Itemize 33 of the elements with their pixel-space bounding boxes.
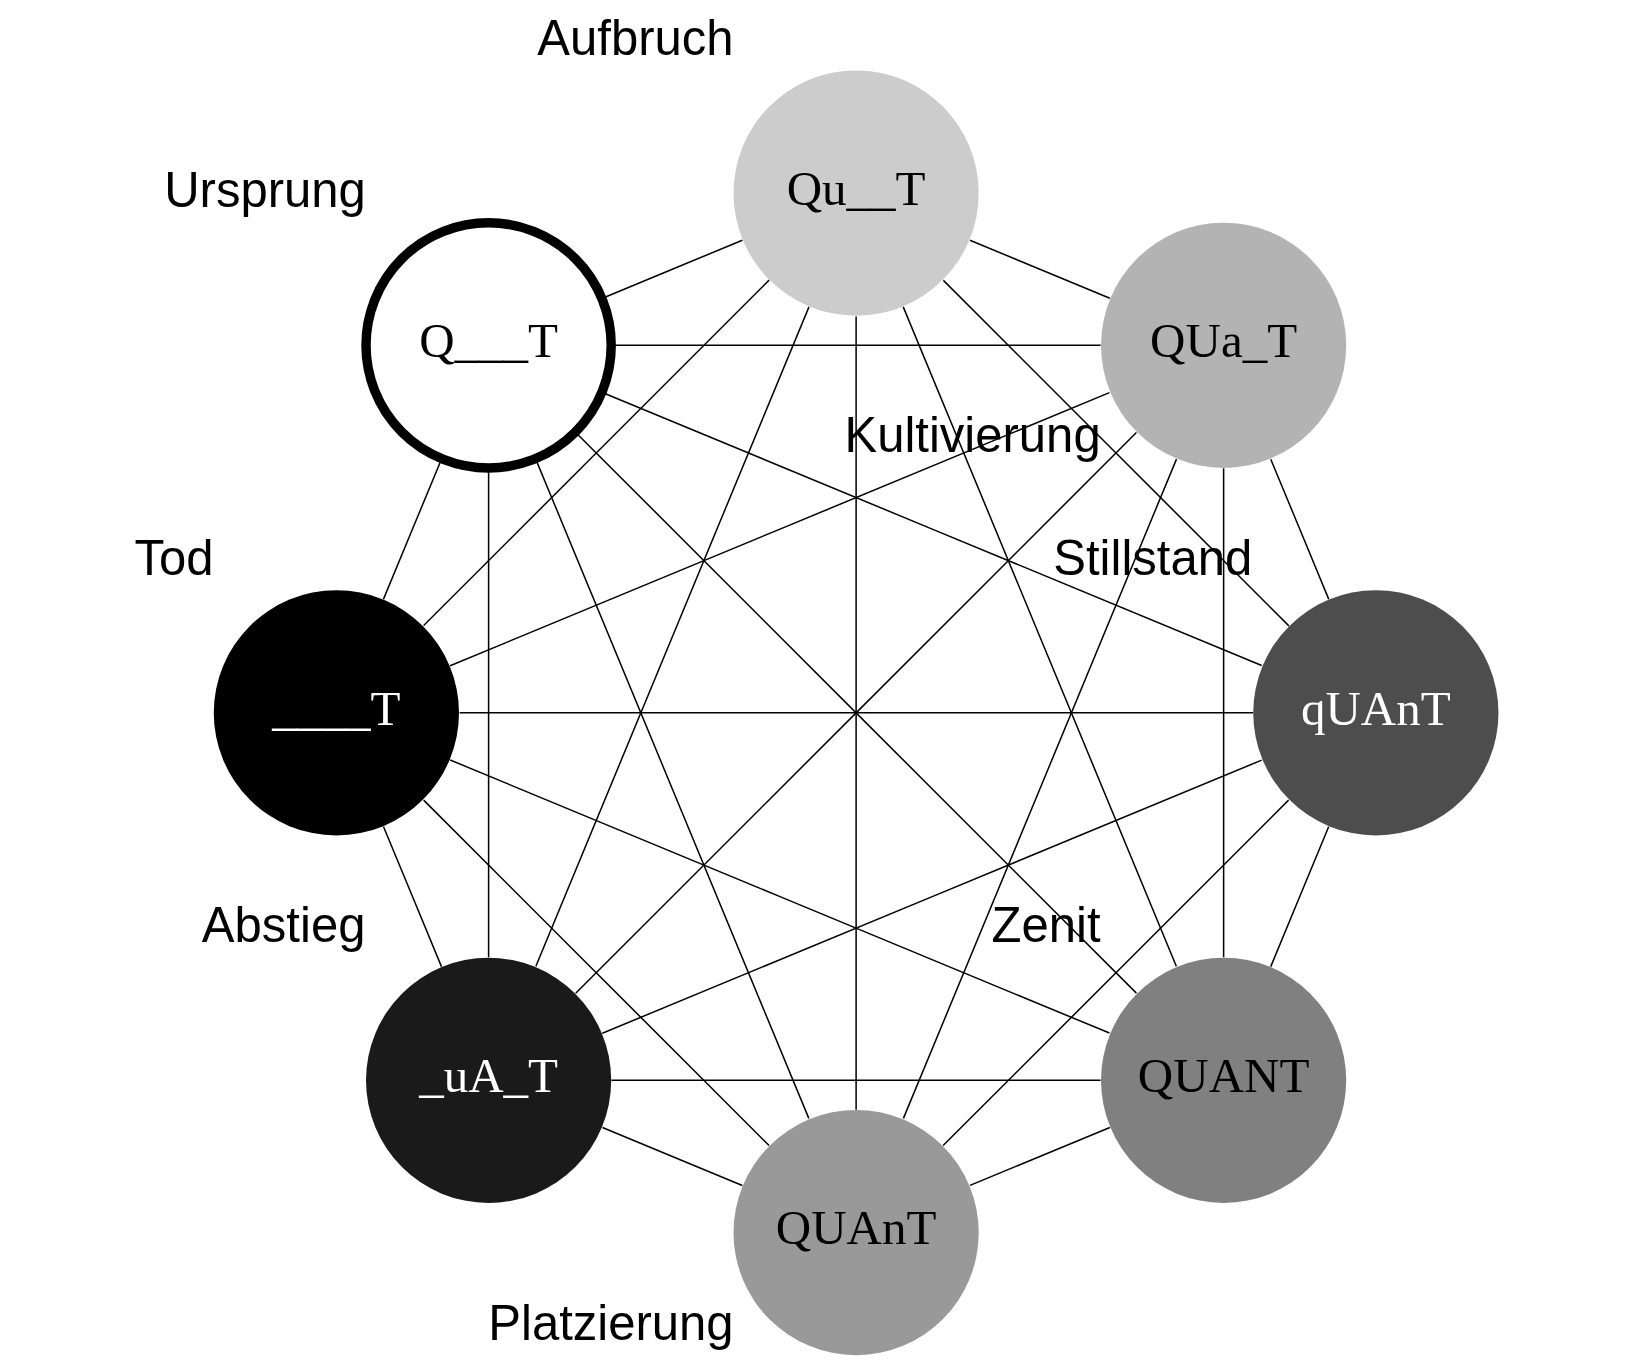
connector — [448, 759, 1110, 1034]
connector — [1269, 825, 1329, 968]
node-circle: Qu__T — [733, 70, 979, 316]
connector — [941, 799, 1289, 1147]
node-label: Abstieg — [201, 898, 365, 953]
connector — [968, 1126, 1111, 1187]
connector — [601, 1126, 743, 1187]
connector — [534, 306, 810, 967]
node-circle: QUa_T — [1100, 222, 1346, 468]
connector — [422, 799, 770, 1147]
node-label: Tod — [134, 530, 214, 585]
connector — [448, 391, 1110, 667]
connector — [1269, 458, 1329, 600]
node-circle: qUAnT — [1252, 590, 1498, 836]
node-label: Aufbruch — [536, 11, 734, 66]
connector — [854, 315, 857, 1111]
node-circle: QUANT — [1100, 957, 1346, 1203]
connector — [422, 279, 770, 627]
node-circle: Q___T — [360, 218, 616, 473]
node-label: Platzierung — [487, 1295, 734, 1350]
node-circle: _uA_T — [365, 957, 611, 1203]
connector — [610, 1079, 1101, 1082]
connector — [382, 825, 442, 968]
node-label: Ursprung — [163, 163, 366, 218]
connector — [968, 239, 1111, 299]
connector — [601, 759, 1262, 1034]
node-circle: ____T — [213, 590, 459, 836]
connector — [901, 306, 1177, 967]
connector — [902, 458, 1177, 1120]
connector — [458, 712, 1254, 714]
connector — [1222, 467, 1224, 959]
connector — [942, 279, 1290, 627]
node-circle: QUAnT — [733, 1109, 979, 1356]
